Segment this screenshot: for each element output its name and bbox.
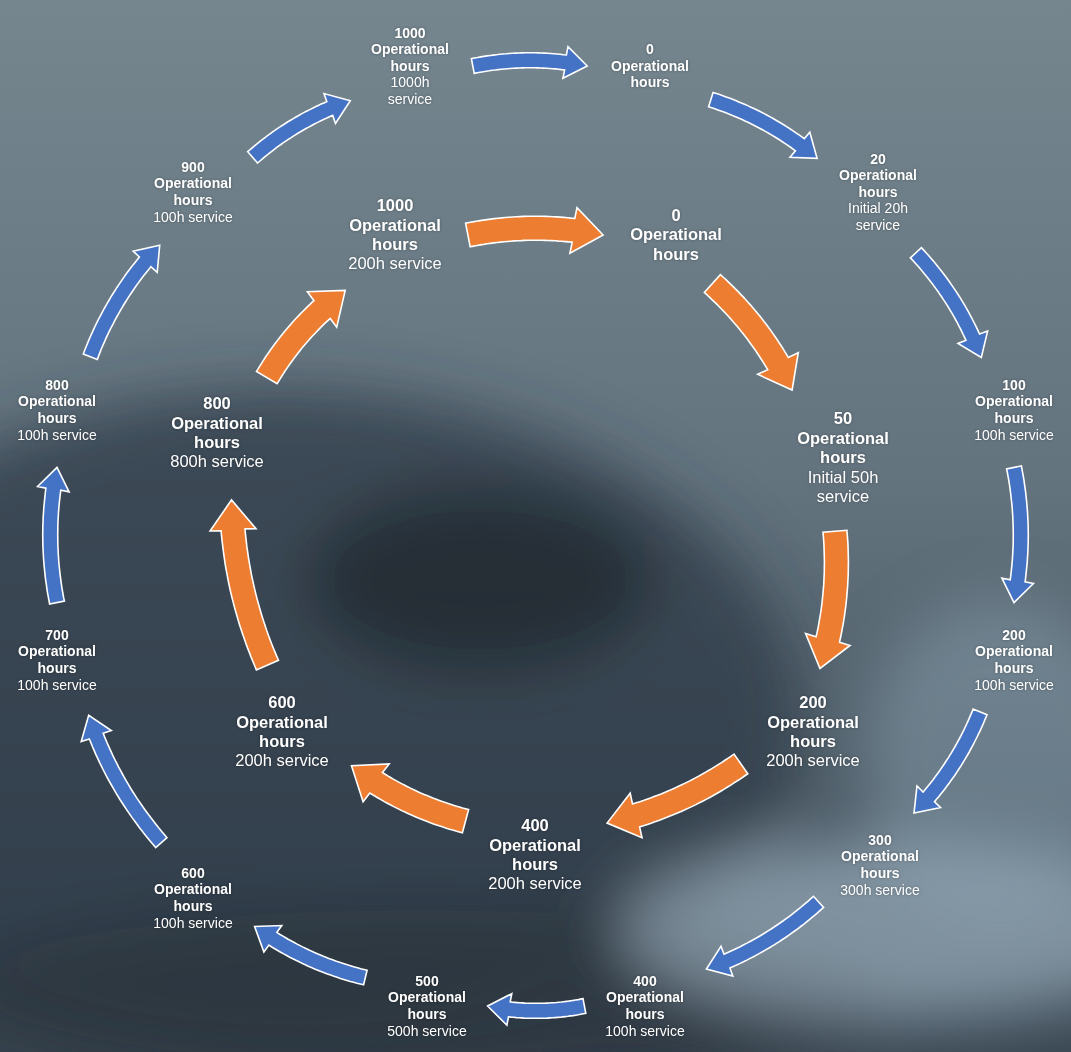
service-label: 100h service bbox=[152, 915, 234, 932]
cycle-arrow bbox=[910, 248, 987, 358]
cycle-step: 800 Operational hours800h service bbox=[169, 394, 266, 472]
hours-label: 100 Operational hours bbox=[973, 377, 1055, 427]
service-label: 200h service bbox=[234, 751, 331, 770]
hours-label: 700 Operational hours bbox=[16, 627, 98, 677]
hours-label: 800 Operational hours bbox=[16, 377, 98, 427]
cycle-step: 0 Operational hours bbox=[628, 206, 725, 264]
hours-label: 0 Operational hours bbox=[628, 206, 725, 264]
cycle-step: 20 Operational hoursInitial 20h service bbox=[837, 151, 919, 234]
cycle-step: 800 Operational hours100h service bbox=[16, 377, 98, 443]
cycle-step: 600 Operational hours200h service bbox=[234, 693, 331, 771]
hours-label: 1000 Operational hours bbox=[347, 196, 444, 254]
cycle-arrow bbox=[257, 290, 346, 383]
cycle-arrow bbox=[709, 93, 818, 159]
service-label: Initial 50h service bbox=[795, 468, 892, 507]
service-label: 100h service bbox=[152, 209, 234, 226]
hours-label: 300 Operational hours bbox=[839, 832, 921, 882]
cycle-step: 100 Operational hours100h service bbox=[973, 377, 1055, 443]
boat bbox=[310, 490, 650, 670]
cycle-arrow bbox=[914, 709, 987, 813]
cycle-step: 400 Operational hours100h service bbox=[604, 973, 686, 1039]
hours-label: 50 Operational hours bbox=[795, 409, 892, 467]
service-label: 300h service bbox=[839, 882, 921, 899]
hours-label: 600 Operational hours bbox=[152, 865, 234, 915]
cycle-step: 900 Operational hours100h service bbox=[152, 159, 234, 225]
service-label: 100h service bbox=[604, 1023, 686, 1040]
service-label: 500h service bbox=[386, 1023, 468, 1040]
cycle-step: 200 Operational hours100h service bbox=[973, 627, 1055, 693]
hours-label: 400 Operational hours bbox=[604, 973, 686, 1023]
service-label: 800h service bbox=[169, 452, 266, 471]
cycle-arrow bbox=[806, 530, 850, 668]
service-label: 200h service bbox=[487, 874, 584, 893]
cycle-arrow bbox=[607, 754, 748, 838]
cycle-step: 1000 Operational hours200h service bbox=[347, 196, 444, 274]
service-label: 200h service bbox=[347, 254, 444, 273]
hours-label: 200 Operational hours bbox=[765, 693, 862, 751]
hours-label: 900 Operational hours bbox=[152, 159, 234, 209]
cycle-arrow bbox=[81, 715, 167, 847]
hours-label: 400 Operational hours bbox=[487, 816, 584, 874]
cycle-step: 600 Operational hours100h service bbox=[152, 865, 234, 931]
hours-label: 200 Operational hours bbox=[973, 627, 1055, 677]
hours-label: 1000 Operational hours bbox=[369, 25, 451, 75]
cycle-step: 300 Operational hours300h service bbox=[839, 832, 921, 898]
cycle-step: 400 Operational hours200h service bbox=[487, 816, 584, 894]
cycle-step: 500 Operational hours500h service bbox=[386, 973, 468, 1039]
hours-label: 800 Operational hours bbox=[169, 394, 266, 452]
cycle-arrow bbox=[210, 500, 278, 670]
cycle-arrow bbox=[471, 47, 587, 79]
hours-label: 600 Operational hours bbox=[234, 693, 331, 751]
cycle-arrow bbox=[248, 94, 351, 163]
service-label: Initial 20h service bbox=[837, 200, 919, 233]
hours-label: 0 Operational hours bbox=[609, 41, 691, 91]
cycle-step: 200 Operational hours200h service bbox=[765, 693, 862, 771]
cycle-arrow bbox=[38, 467, 70, 604]
cycle-step: 0 Operational hours bbox=[609, 41, 691, 91]
cycle-step: 50 Operational hoursInitial 50h service bbox=[795, 409, 892, 506]
hours-label: 500 Operational hours bbox=[386, 973, 468, 1023]
cycle-arrow bbox=[255, 926, 368, 985]
cycle-arrow bbox=[83, 245, 159, 359]
service-label: 100h service bbox=[973, 677, 1055, 694]
cycle-step: 700 Operational hours100h service bbox=[16, 627, 98, 693]
cycle-arrow bbox=[352, 764, 469, 833]
cycle-arrow bbox=[466, 208, 603, 254]
cycle-arrow bbox=[488, 994, 586, 1026]
cycle-arrow bbox=[1002, 466, 1034, 603]
service-label: 1000h service bbox=[369, 74, 451, 107]
service-label: 100h service bbox=[16, 677, 98, 694]
service-label: 200h service bbox=[765, 751, 862, 770]
cycle-arrow bbox=[704, 275, 798, 390]
hours-label: 20 Operational hours bbox=[837, 151, 919, 201]
cycle-step: 1000 Operational hours1000h service bbox=[369, 25, 451, 108]
service-label: 100h service bbox=[16, 427, 98, 444]
service-label: 100h service bbox=[973, 427, 1055, 444]
cycle-arrow bbox=[706, 896, 823, 976]
